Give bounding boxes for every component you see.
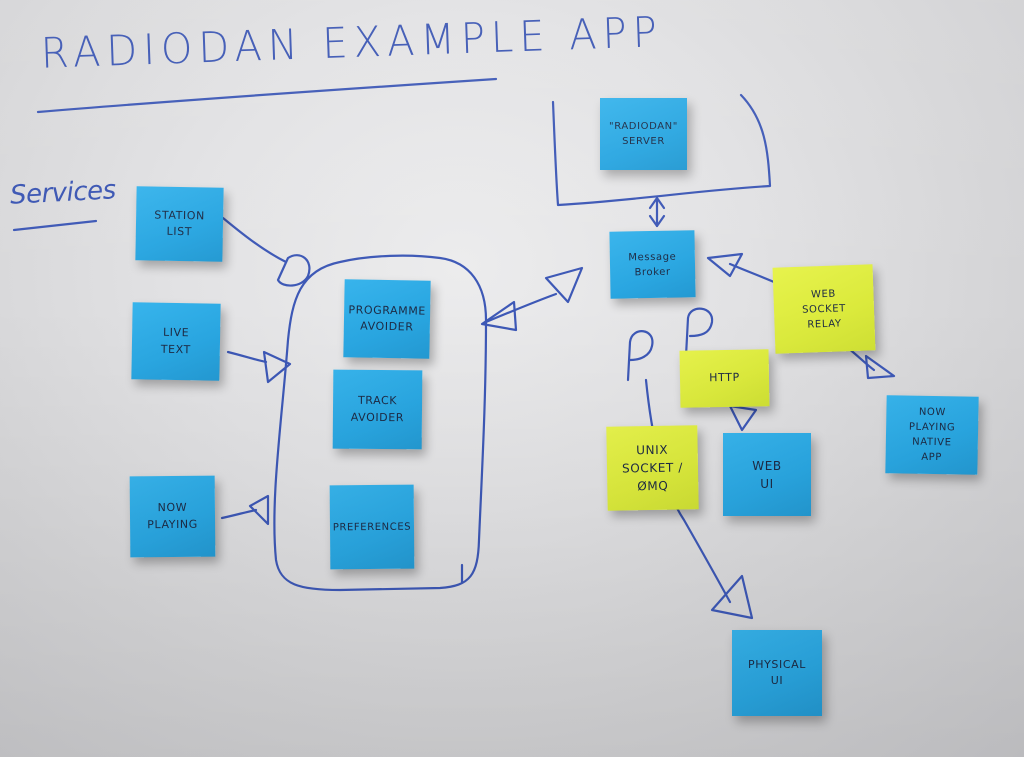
live-text-connector bbox=[226, 350, 268, 364]
note-track-avoider: TRACK AVOIDER bbox=[332, 369, 423, 450]
live-text-arrowhead bbox=[262, 350, 292, 384]
note-station-list: STATION LIST bbox=[135, 186, 224, 262]
relay-app-arrowhead bbox=[864, 354, 896, 380]
server-bracket bbox=[551, 93, 772, 207]
note-http: HTTP bbox=[679, 349, 770, 408]
note-radiodan-server: "RADIODAN" SERVER bbox=[600, 98, 687, 170]
now-playing-connector bbox=[220, 508, 258, 520]
broker-http-arrowhead bbox=[684, 307, 714, 358]
server-broker-arrow-up bbox=[648, 196, 666, 210]
note-live-text: LIVE TEXT bbox=[131, 302, 221, 381]
physical-ui-arrowhead bbox=[710, 574, 754, 620]
note-programme-avoider: PROGRAMME AVOIDER bbox=[343, 279, 431, 359]
broker-side-arrowhead bbox=[544, 266, 584, 304]
container-side-arrowhead bbox=[480, 300, 518, 332]
services-container-outline bbox=[273, 254, 488, 592]
note-web-socket-relay: WEB SOCKET RELAY bbox=[772, 264, 876, 354]
services-underline bbox=[12, 219, 98, 232]
server-broker-arrow-down bbox=[648, 214, 666, 228]
title-underline bbox=[36, 77, 498, 114]
note-message-broker: Message Broker bbox=[609, 230, 696, 299]
services-label: Services bbox=[9, 175, 117, 211]
http-webui-arrowhead bbox=[728, 404, 758, 432]
relay-broker-connector bbox=[728, 262, 776, 284]
container-broker-connector bbox=[484, 292, 558, 324]
note-now-playing: NOW PLAYING bbox=[129, 475, 216, 558]
note-preferences: PREFERENCES bbox=[329, 484, 415, 570]
note-now-playing-native-app: NOW PLAYING NATIVE APP bbox=[885, 395, 979, 475]
station-list-arrowhead bbox=[276, 254, 311, 287]
relay-broker-arrowhead bbox=[706, 252, 744, 278]
note-web-ui: WEB UI bbox=[723, 433, 811, 516]
broker-unix-arrowhead bbox=[626, 330, 654, 382]
now-playing-arrowhead bbox=[248, 494, 270, 526]
note-unix-socket-zmq: UNIX SOCKET / ØMQ bbox=[606, 425, 699, 511]
station-list-connector bbox=[221, 216, 288, 264]
note-physical-ui: PHYSICAL UI bbox=[732, 630, 822, 716]
